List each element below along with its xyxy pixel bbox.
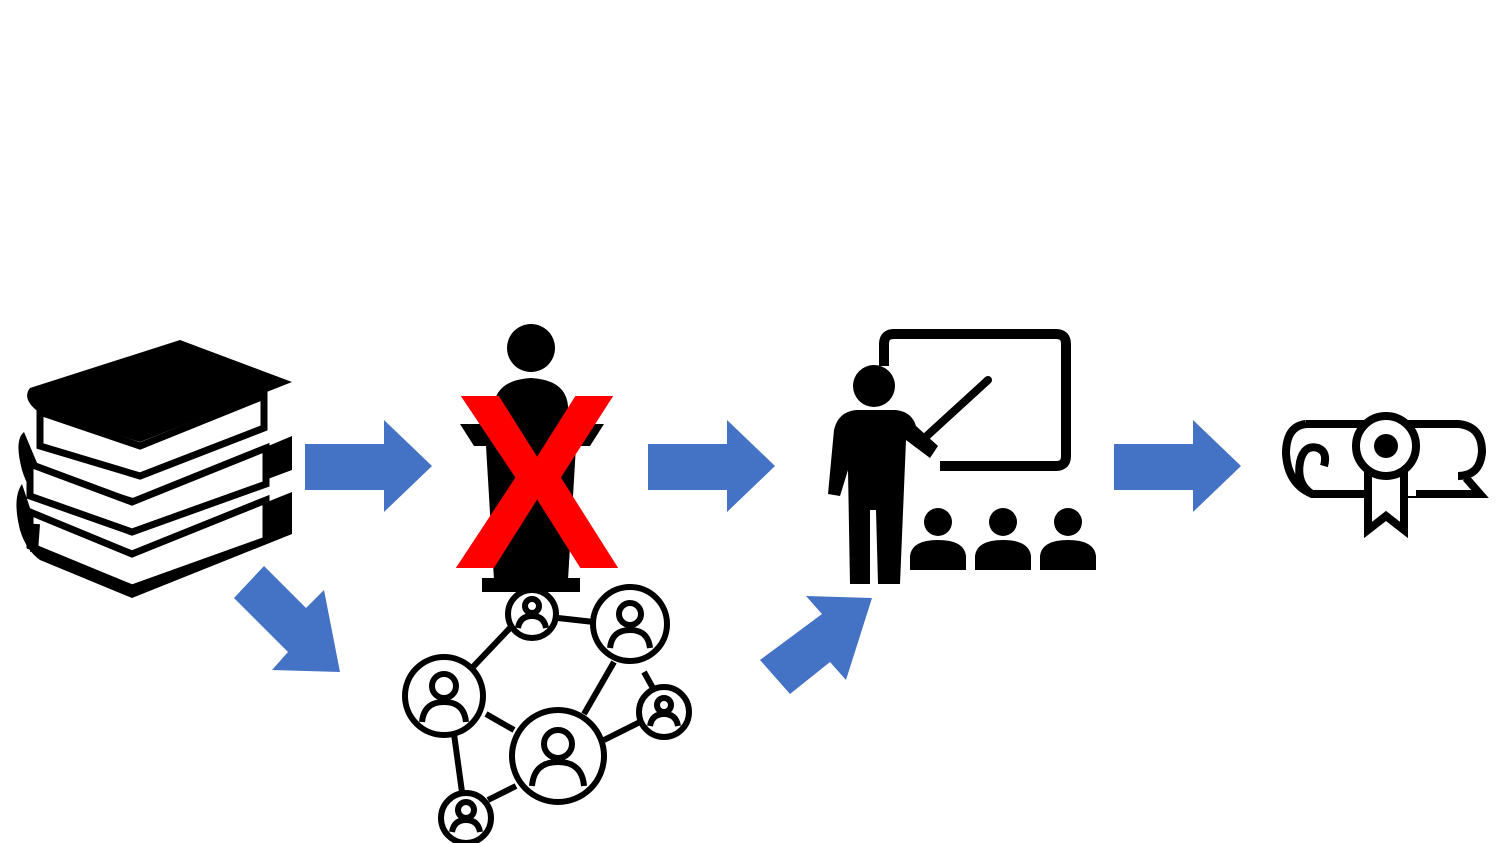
arrow-books-to-lecture — [305, 420, 432, 512]
arrow-books-to-network — [234, 566, 340, 672]
diploma-certificate-icon — [1281, 412, 1489, 539]
arrow-lecture-to-teacher — [648, 420, 775, 512]
arrow-teacher-to-diploma — [1114, 420, 1241, 512]
arrow-network-to-teacher — [760, 596, 872, 694]
lectern-speaker-icon — [460, 324, 604, 592]
people-network-icon — [402, 584, 692, 843]
teacher-whiteboard-icon — [828, 329, 1096, 584]
books-stack-icon — [16, 340, 292, 598]
cross-mark: X — [454, 342, 621, 621]
